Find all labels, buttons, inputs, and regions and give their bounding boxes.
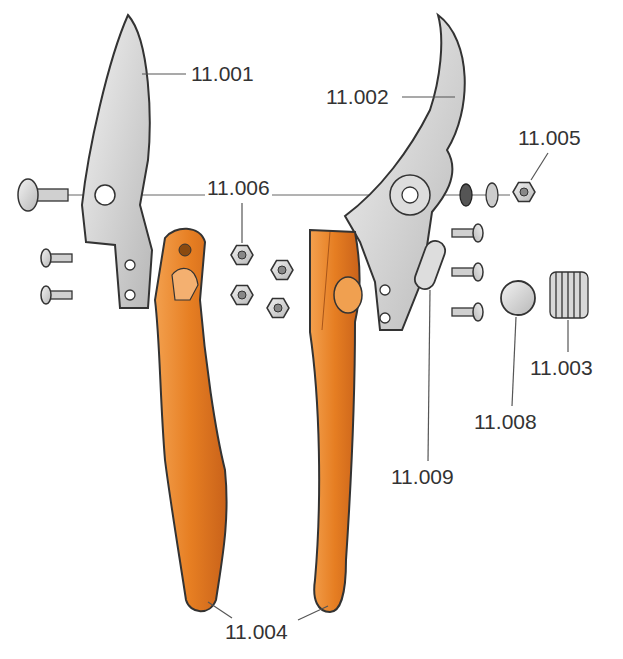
- screw: [452, 263, 483, 281]
- screw: [41, 249, 72, 267]
- screw: [41, 286, 72, 304]
- rivet-hole: [380, 285, 390, 295]
- callout-number: 11.004: [223, 620, 290, 644]
- spring: [550, 272, 588, 318]
- callout-number: 11.001: [189, 62, 256, 86]
- leader-lines: [142, 74, 568, 620]
- pivot-boss: [390, 175, 430, 215]
- rivet-hole: [380, 313, 390, 323]
- nut: [231, 286, 253, 305]
- nut: [513, 183, 535, 202]
- callout-number: 11.005: [516, 126, 583, 150]
- nut: [231, 246, 253, 265]
- callout-number: 11.008: [472, 410, 539, 434]
- nut: [267, 299, 289, 318]
- spring-cap: [501, 281, 535, 315]
- callout-number: 11.006: [205, 176, 272, 200]
- callout-number: 11.003: [528, 356, 595, 380]
- callout-number: 11.002: [324, 85, 391, 109]
- nut: [271, 261, 293, 280]
- callout-number: 11.009: [389, 465, 456, 489]
- pivot-bolt: [18, 179, 68, 211]
- handle-hole: [179, 244, 191, 256]
- washer: [460, 184, 472, 206]
- rivet-hole: [125, 260, 135, 270]
- handle: [155, 229, 227, 612]
- anvil-blade: [345, 15, 465, 330]
- screw: [452, 303, 483, 321]
- pivot-hole: [402, 187, 418, 203]
- handle-boss: [334, 277, 362, 313]
- link-plate: [412, 238, 448, 292]
- rivet-hole: [125, 290, 135, 300]
- pivot-hole: [95, 185, 115, 205]
- washer: [486, 183, 498, 207]
- cutting-blade: [82, 15, 152, 308]
- screw: [452, 224, 483, 242]
- handle-edge: [322, 232, 330, 330]
- handle-socket: [172, 268, 198, 300]
